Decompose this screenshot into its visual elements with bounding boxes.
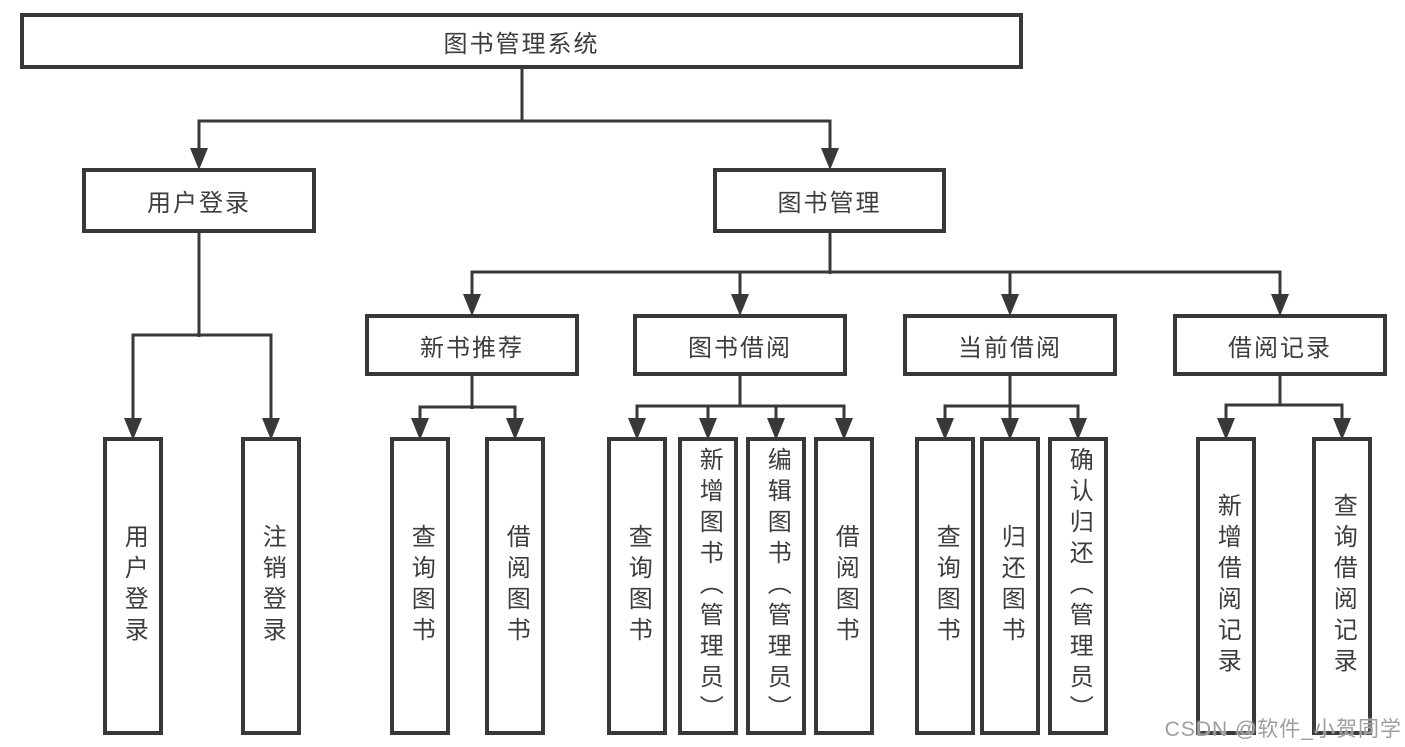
leaf-query-books-recommend: 查询图书 <box>390 437 450 735</box>
arrow-icon <box>1333 418 1351 440</box>
arrow-icon <box>1271 294 1289 316</box>
node-new-book-recommend: 新书推荐 <box>365 314 579 376</box>
login-bar <box>131 333 273 418</box>
node-label: 用户登录 <box>120 524 148 648</box>
arrow-icon <box>1001 418 1019 440</box>
records-bar <box>1224 403 1344 419</box>
arrow-icon <box>411 418 429 440</box>
node-label: 新增图书（管理员） <box>695 446 723 726</box>
node-label: 借阅图书 <box>502 524 530 648</box>
node-label: 图书管理系统 <box>443 30 600 58</box>
node-label: 查询图书 <box>407 524 435 648</box>
root-bar <box>197 119 832 149</box>
arrow-icon <box>506 418 524 440</box>
arrow-icon <box>835 418 853 440</box>
node-label: 编辑图书（管理员） <box>763 446 791 726</box>
arrow-icon <box>821 148 839 170</box>
node-label: 图书借阅 <box>688 334 792 362</box>
leaf-add-borrow-record: 新增借阅记录 <box>1196 437 1256 735</box>
watermark: CSDN @软件_小贺同学 <box>1164 718 1402 741</box>
current-bar <box>943 404 1080 419</box>
node-label: 当前借阅 <box>958 334 1062 362</box>
leaf-add-book-admin: 新增图书（管理员） <box>678 437 738 735</box>
arrow-icon <box>731 294 749 316</box>
node-borrow-records: 借阅记录 <box>1173 314 1387 376</box>
arrow-icon <box>1217 418 1235 440</box>
node-label: 查询图书 <box>932 524 960 648</box>
node-label: 注销登录 <box>258 524 286 648</box>
leaf-confirm-return-admin: 确认归还（管理员） <box>1048 437 1108 735</box>
leaf-query-books-current: 查询图书 <box>915 437 975 735</box>
node-current-borrow: 当前借阅 <box>903 314 1117 376</box>
arrow-icon <box>124 418 142 440</box>
arrow-icon <box>1001 294 1019 316</box>
node-label: 图书管理 <box>777 190 882 217</box>
recommend-bar <box>418 405 517 419</box>
leaf-edit-book-admin: 编辑图书（管理员） <box>746 437 806 735</box>
leaf-query-books-borrow: 查询图书 <box>607 437 667 735</box>
node-label: 归还图书 <box>997 524 1025 648</box>
leaf-user-login: 用户登录 <box>103 437 163 735</box>
node-label: 确认归还（管理员） <box>1065 446 1093 726</box>
node-book-borrow: 图书借阅 <box>633 314 847 376</box>
node-label: 查询借阅记录 <box>1329 493 1357 679</box>
node-user-login: 用户登录 <box>82 168 316 233</box>
node-root: 图书管理系统 <box>20 13 1023 69</box>
arrow-icon <box>1069 418 1087 440</box>
mgmt-bar <box>470 270 1282 295</box>
arrow-icon <box>190 148 208 170</box>
node-label: 查询图书 <box>624 524 652 648</box>
leaf-return-books: 归还图书 <box>980 437 1040 735</box>
leaf-query-borrow-record: 查询借阅记录 <box>1312 437 1372 735</box>
arrow-icon <box>463 294 481 316</box>
node-label: 借阅图书 <box>831 524 859 648</box>
leaf-logout: 注销登录 <box>241 437 301 735</box>
borrow-bar <box>635 404 846 419</box>
node-label: 新书推荐 <box>420 334 524 362</box>
node-book-management: 图书管理 <box>713 168 946 233</box>
arrow-icon <box>262 418 280 440</box>
arrow-icon <box>628 418 646 440</box>
leaf-borrow-books-recommend: 借阅图书 <box>485 437 545 735</box>
arrow-icon <box>936 418 954 440</box>
node-label: 新增借阅记录 <box>1213 493 1241 679</box>
node-label: 借阅记录 <box>1228 334 1332 362</box>
node-label: 用户登录 <box>147 190 251 217</box>
arrow-icon <box>767 418 785 440</box>
arrow-icon <box>699 418 717 440</box>
leaf-borrow-books: 借阅图书 <box>814 437 874 735</box>
